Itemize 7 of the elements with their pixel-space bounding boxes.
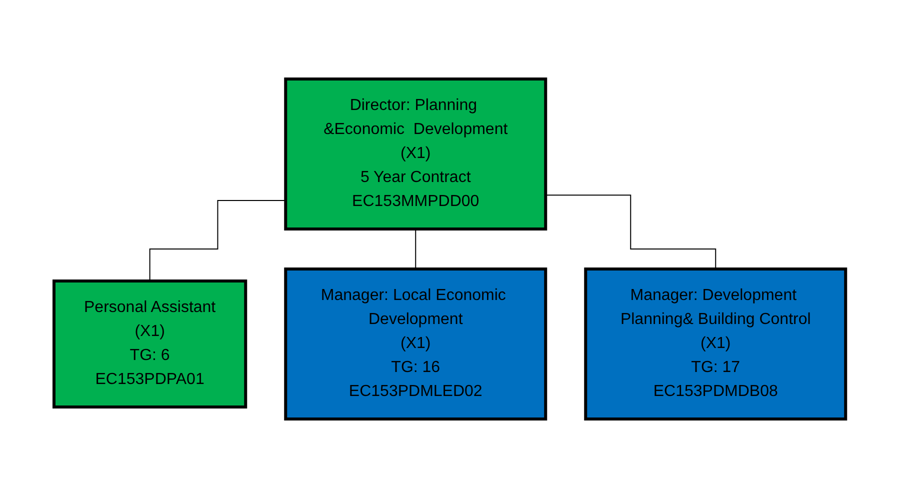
node-box: Manager: Local Economic Development (X1) TG: 16 EC153PDMLED02 [284,268,547,420]
node-box: Director: Planning &Economic Development (X1) 5 Year Contract EC153MMPDD00 [284,78,547,230]
connector [149,200,286,282]
connector [544,194,716,270]
node-box: Personal Assistant (X1) TG: 6 EC153PDPA01 [52,280,247,408]
node-box: Manager: Development Planning& Building Control (X1) TG: 17 EC153PDMDB08 [584,268,847,420]
connector [414,228,416,270]
